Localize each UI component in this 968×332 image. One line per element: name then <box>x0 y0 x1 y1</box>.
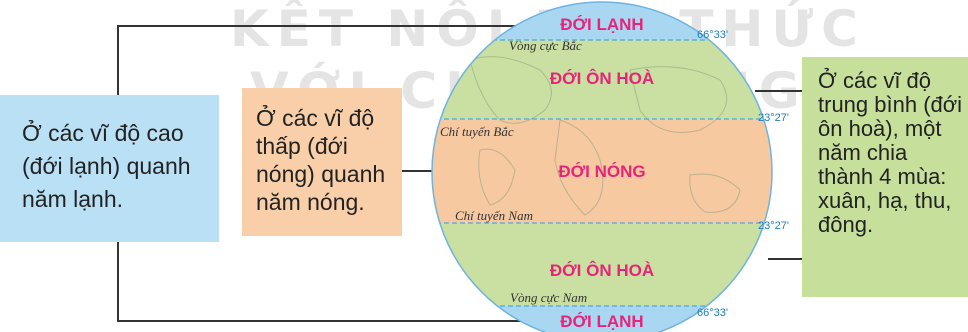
cold-zone-description-box: Ở các vĩ độ cao (đới lạnh) quanh năm lạn… <box>0 95 219 242</box>
zone-label-temperate-north: ĐỚI ÔN HOÀ <box>550 69 654 88</box>
zone-label-cold-south: ĐỚI LẠNH <box>560 312 643 331</box>
connector-right-top <box>755 90 802 92</box>
connector-right-bottom <box>768 258 802 260</box>
temperate-zone-description-box: Ở các vĩ độ trung bình (đới ôn hoà), một… <box>802 57 968 297</box>
temperate-zone-south <box>432 223 772 306</box>
globe-outline <box>431 1 773 332</box>
arctic-degree-label: 66°33' <box>697 29 728 41</box>
connector-left-top-horizontal <box>117 25 535 27</box>
arctic-circle-label: Vòng cực Bắc <box>509 38 582 53</box>
hot-zone-description: Ở các vĩ độ thấp (đới nóng) quanh năm nó… <box>256 105 386 215</box>
hot-zone-description-box: Ở các vĩ độ thấp (đới nóng) quanh năm nó… <box>242 88 402 236</box>
cancer-degree-label: 23°27' <box>758 112 789 124</box>
antarctic-degree-label: 66°33' <box>697 307 728 319</box>
cold-zone-description: Ở các vĩ độ cao (đới lạnh) quanh năm lạn… <box>22 120 191 212</box>
zone-label-cold-north: ĐỚI LẠNH <box>560 15 643 34</box>
connector-left-bottom-horizontal <box>117 320 547 322</box>
tropic-cancer-label: Chí tuyến Bắc <box>440 124 514 139</box>
zone-label-temperate-south: ĐỚI ÔN HOÀ <box>550 261 654 280</box>
antarctic-circle-label: Vòng cực Nam <box>510 290 587 305</box>
connector-left-top-vertical <box>117 25 119 95</box>
continent-outlines <box>469 56 741 216</box>
temperate-zone-description: Ở các vĩ độ trung bình (đới ôn hoà), một… <box>818 68 963 237</box>
connector-left-bottom-vertical <box>117 242 119 322</box>
tropic-capricorn-label: Chí tuyến Nam <box>455 208 533 223</box>
zone-label-hot: ĐỚI NÓNG <box>558 162 645 181</box>
connector-middle <box>402 170 436 172</box>
capricorn-degree-label: 23°27' <box>758 220 789 232</box>
